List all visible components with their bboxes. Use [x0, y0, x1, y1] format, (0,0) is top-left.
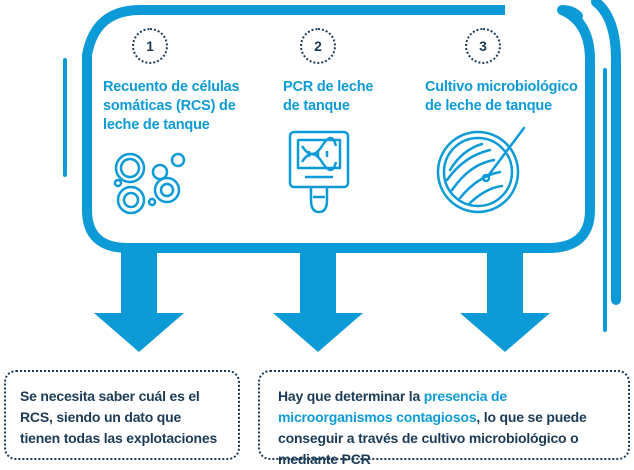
note-left: Se necesita saber cuál es el RCS, siendo… — [4, 370, 240, 460]
note-right-highlight: presencia de microorganismos contagiosos — [278, 388, 507, 425]
arrow-2 — [273, 248, 363, 352]
note-right-text: Hay que determinar la presencia de micro… — [278, 386, 610, 470]
step-title-1: Recuento de células somáticas (RCS) de l… — [103, 79, 240, 133]
note-left-text: Se necesita saber cuál es el RCS, siendo… — [20, 388, 218, 446]
step-title-3: Cultivo microbiológico de leche de tanqu… — [425, 79, 578, 114]
step-title-2: PCR de leche de tanque — [283, 79, 374, 114]
note-right: Hay que determinar la presencia de micro… — [258, 370, 630, 467]
arrow-3 — [460, 248, 550, 352]
step-number-3: 3 — [465, 28, 501, 64]
diagram-canvas — [63, 0, 621, 352]
step-number-1: 1 — [132, 28, 168, 64]
somatic-cells-icon — [113, 152, 186, 215]
arrow-1 — [94, 248, 184, 352]
pcr-machine-icon — [288, 130, 350, 214]
tank-outline — [82, 5, 595, 253]
note-right-before: Hay que determinar la — [278, 388, 424, 404]
step-number-2: 2 — [300, 28, 336, 64]
petri-dish-icon — [436, 126, 526, 214]
tank-pipe — [591, 0, 621, 305]
